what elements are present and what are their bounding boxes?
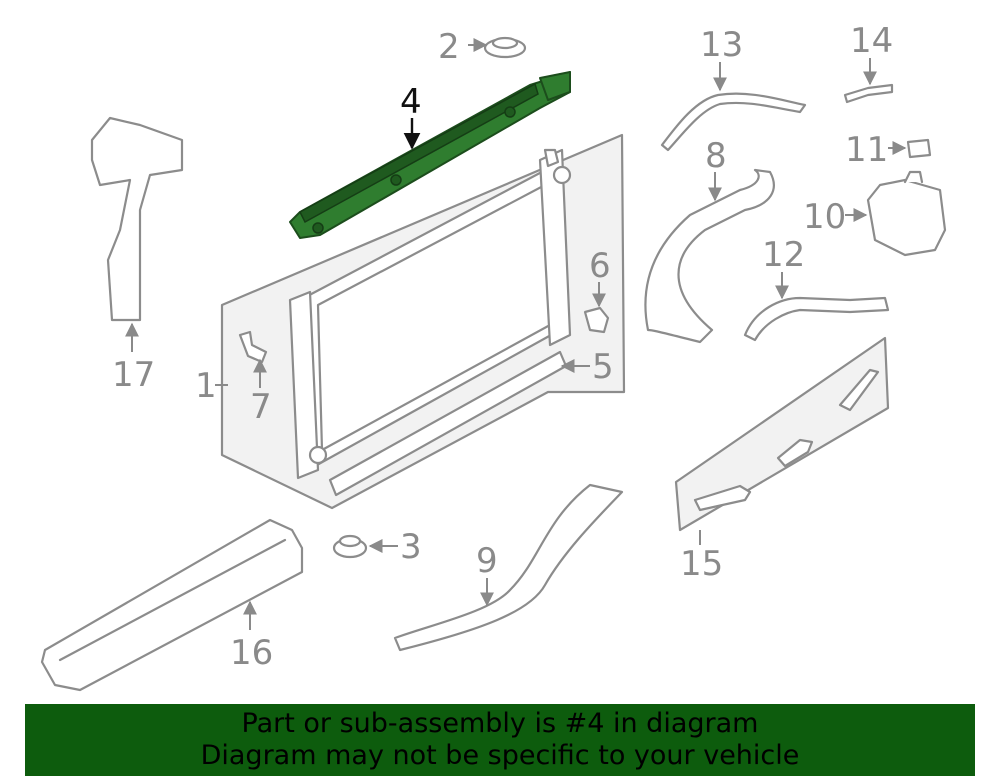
banner-line-2: Diagram may not be specific to your vehi… (200, 740, 800, 771)
callout-11: 11 (845, 130, 888, 170)
callout-10: 10 (803, 197, 846, 237)
callout-12: 12 (762, 235, 805, 275)
callout-15: 15 (680, 544, 723, 584)
callout-9: 9 (476, 541, 498, 581)
callout-7: 7 (250, 387, 272, 427)
overflow-hose-13 (660, 92, 807, 152)
hoses-group-panel-15 (674, 336, 890, 532)
reservoir-hose-12 (743, 296, 890, 342)
air-guide-17 (90, 116, 184, 322)
grommet-3 (332, 534, 368, 559)
callout-4: 4 (400, 82, 422, 122)
grommet-2 (483, 36, 527, 59)
callout-8: 8 (705, 136, 727, 176)
banner-line-1: Part or sub-assembly is #4 in diagram (241, 708, 759, 739)
info-banner: Part or sub-assembly is #4 in diagram Di… (25, 704, 975, 776)
callout-6: 6 (589, 246, 611, 286)
callout-5: 5 (592, 347, 614, 387)
radiator-core (288, 148, 572, 480)
callout-14: 14 (850, 21, 893, 61)
parts-diagram: 1 2 3 4 5 6 7 8 9 10 11 12 13 14 15 16 1… (40, 21, 947, 692)
reservoir-tank-10 (866, 170, 947, 257)
callout-1: 1 (195, 366, 217, 406)
drain-plug-6 (583, 306, 610, 334)
callout-3: 3 (400, 527, 422, 567)
lower-hose-9 (393, 483, 624, 652)
callout-13: 13 (700, 25, 743, 65)
lower-air-guide-16 (40, 518, 304, 692)
clip-14 (843, 83, 894, 104)
upper-hose-8 (644, 168, 775, 344)
callout-2: 2 (438, 27, 460, 67)
reservoir-cap-11 (906, 138, 932, 159)
sensor-7 (238, 330, 268, 364)
callout-16: 16 (230, 633, 273, 673)
callout-17: 17 (112, 355, 155, 395)
